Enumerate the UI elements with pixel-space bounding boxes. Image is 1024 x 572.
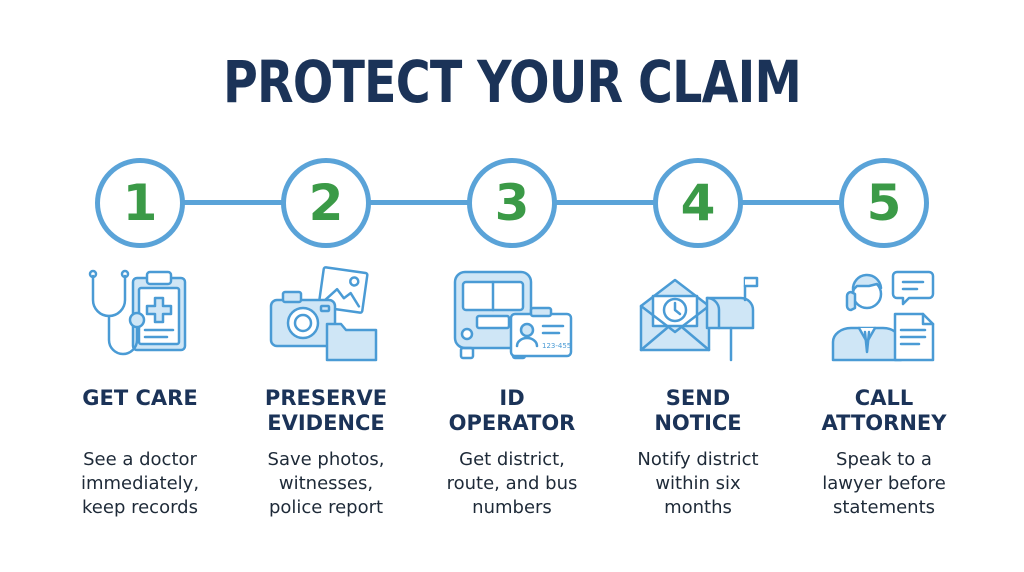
step-3: 3 123-455 ID OPERATOR Get district, rout… xyxy=(422,158,602,520)
step-number-circle: 4 xyxy=(653,158,743,248)
id-card-number: 123-455 xyxy=(542,342,571,350)
page-title: PROTECT YOUR CLAIM xyxy=(222,48,802,116)
step-description: Save photos, witnesses, police report xyxy=(267,449,385,518)
step-description: Speak to a lawyer before statements xyxy=(822,449,946,518)
step-description: Notify district within six months xyxy=(637,449,759,518)
step-number-circle: 1 xyxy=(95,158,185,248)
school-bus-id-card-icon: 123-455 xyxy=(447,266,577,366)
step-number-circle: 5 xyxy=(839,158,929,248)
step-number-circle: 2 xyxy=(281,158,371,248)
envelope-clock-mailbox-icon xyxy=(633,266,763,366)
step-5: 5 CALL ATTORNEY Speak to a lawyer before… xyxy=(794,158,974,520)
camera-photo-folder-icon xyxy=(261,266,391,366)
attorney-phone-document-icon xyxy=(819,266,949,366)
step-title: SEND NOTICE xyxy=(654,386,742,435)
stethoscope-clipboard-icon xyxy=(75,266,205,366)
step-title: PRESERVE EVIDENCE xyxy=(264,386,388,435)
step-description: See a doctor immediately, keep records xyxy=(80,449,200,518)
step-title: GET CARE xyxy=(82,386,198,410)
step-1: 1 GET CARE See a doctor immediately, kee… xyxy=(50,158,230,520)
step-4: 4 SEND NOTICE Notify district within six… xyxy=(608,158,788,520)
step-title: CALL ATTORNEY xyxy=(821,386,947,435)
step-description: Get district, route, and bus numbers xyxy=(446,449,578,518)
step-2: 2 PRESERVE EVIDENCE Save photos, witness… xyxy=(236,158,416,520)
step-number-circle: 3 xyxy=(467,158,557,248)
step-title: ID OPERATOR xyxy=(448,386,576,435)
